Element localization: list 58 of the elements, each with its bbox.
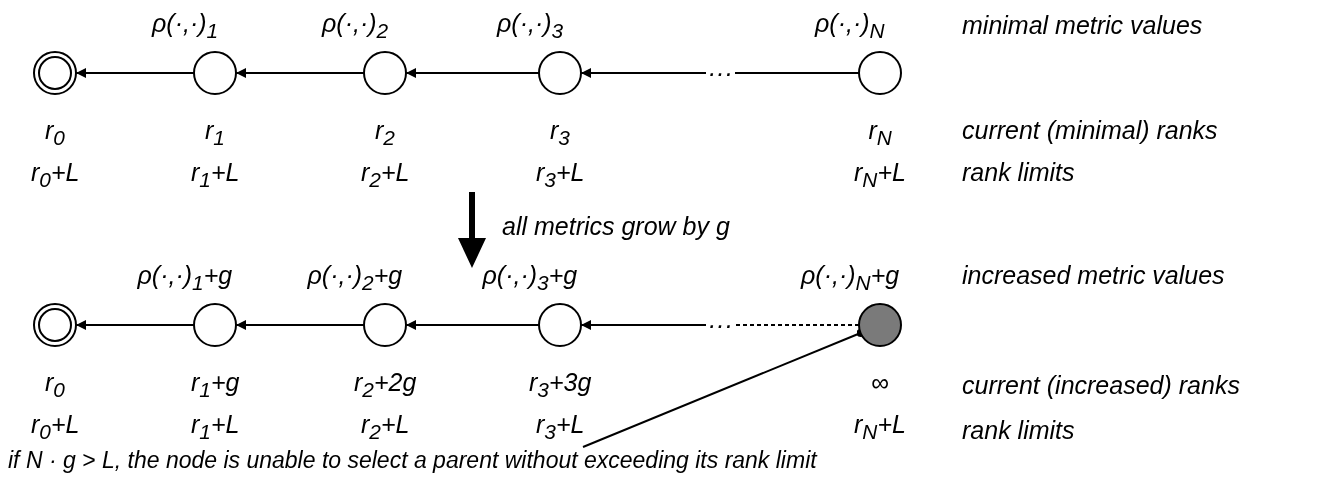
node-circle xyxy=(857,50,903,96)
rank-limit-label: r$_{2}$+L xyxy=(361,409,410,445)
ellipsis: ··· xyxy=(707,310,733,340)
node-circle xyxy=(362,50,408,96)
rank-limit-label: r$_{0}$+L xyxy=(31,157,80,193)
arrow xyxy=(235,320,365,330)
row-description: current (minimal) ranks xyxy=(962,115,1218,145)
rank-label: r$_{3}$+3g xyxy=(529,367,592,403)
rank-label: r$_{3}$ xyxy=(550,115,570,151)
rank-label: r$_{1}$ xyxy=(205,115,225,151)
row-description: rank limits xyxy=(962,157,1075,187)
rank-label: r$_{2}$+2g xyxy=(354,367,417,403)
ellipsis: ··· xyxy=(707,58,733,88)
rank-limit-label: r$_{N}$+L xyxy=(854,409,906,445)
connector-line xyxy=(734,324,860,326)
rank-limit-label: r$_{3}$+L xyxy=(536,409,585,445)
rank-label: r$_{1}$+g xyxy=(191,367,240,403)
metric-label: ρ(·,·)$_{1}$+g xyxy=(137,260,233,296)
row-description: minimal metric values xyxy=(962,10,1203,40)
node-circle xyxy=(857,302,903,348)
row-description: increased metric values xyxy=(962,260,1225,290)
rank-label: r$_{N}$ xyxy=(868,115,892,151)
metric-label: ρ(·,·)$_{2}$ xyxy=(322,8,389,44)
rank-label: ∞ xyxy=(871,367,889,397)
rank-label: r$_{0}$ xyxy=(45,115,65,151)
metric-label: ρ(·,·)$_{N}$ xyxy=(815,8,885,44)
arrow xyxy=(75,320,195,330)
note-text: if N · g > L, the node is unable to select a parent without exceeding its rank limit xyxy=(8,445,817,475)
connector-line xyxy=(734,72,860,74)
arrow xyxy=(405,68,540,78)
rank-label: r$_{2}$ xyxy=(375,115,395,151)
metric-label: ρ(·,·)$_{3}$ xyxy=(497,8,564,44)
rank-limit-label: r$_{3}$+L xyxy=(536,157,585,193)
arrow xyxy=(75,68,195,78)
root-double-circle xyxy=(32,302,78,348)
rank-limit-label: r$_{N}$+L xyxy=(854,157,906,193)
arrow xyxy=(235,68,365,78)
node-circle xyxy=(192,302,238,348)
arrow xyxy=(405,320,540,330)
rank-limit-label: r$_{1}$+L xyxy=(191,157,240,193)
row-description: current (increased) ranks xyxy=(962,370,1240,400)
node-circle xyxy=(537,302,583,348)
metric-label: ρ(·,·)$_{N}$+g xyxy=(801,260,900,296)
arrow xyxy=(580,68,707,78)
rank-limit-label: r$_{0}$+L xyxy=(31,409,80,445)
rank-label: r$_{0}$ xyxy=(45,367,65,403)
metric-label: ρ(·,·)$_{1}$ xyxy=(152,8,219,44)
rank-limit-label: r$_{2}$+L xyxy=(361,157,410,193)
node-circle xyxy=(192,50,238,96)
row-description: rank limits xyxy=(962,415,1075,445)
node-circle xyxy=(537,50,583,96)
arrow-caption: all metrics grow by g xyxy=(502,211,730,241)
metric-label: ρ(·,·)$_{2}$+g xyxy=(307,260,403,296)
rank-limit-label: r$_{1}$+L xyxy=(191,409,240,445)
root-double-circle xyxy=(32,50,78,96)
metric-label: ρ(·,·)$_{3}$+g xyxy=(482,260,578,296)
arrow xyxy=(580,320,707,330)
node-circle xyxy=(362,302,408,348)
